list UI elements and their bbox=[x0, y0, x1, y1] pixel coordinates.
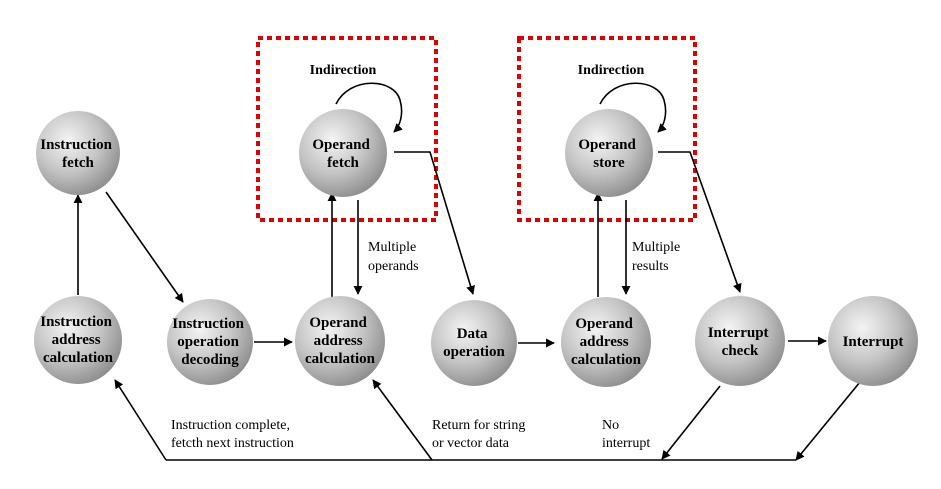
note-line: Instruction complete, bbox=[171, 418, 290, 433]
edges bbox=[73, 82, 861, 461]
node-label-line: Instruction bbox=[40, 314, 112, 330]
node-operand-address-calculation-2: Operand address calculation bbox=[561, 297, 651, 387]
svg-text:Operand address ca: Operand address calculation bbox=[571, 316, 642, 368]
indirection-box-store bbox=[517, 36, 697, 222]
edge-interrupt-to-return bbox=[795, 381, 861, 461]
svg-text:Instruction operation: Instruction operation decoding bbox=[172, 316, 247, 368]
note-line: Multiple bbox=[632, 240, 680, 255]
note-line: interrupt bbox=[602, 436, 650, 451]
node-interrupt-check: Interrupt check bbox=[695, 296, 785, 386]
svg-text:Interrupt check: Interrupt check bbox=[708, 325, 773, 359]
edge-return-to-iac bbox=[114, 379, 167, 461]
svg-text:Interrupt: Interrupt bbox=[843, 334, 904, 350]
node-label-line: calculation bbox=[571, 352, 642, 368]
indirection-title-fetch: Indirection bbox=[310, 63, 377, 78]
note-no-interrupt: No interrupt bbox=[602, 418, 650, 451]
node-label-line: address bbox=[314, 333, 363, 349]
note-multiple-results: Multiple results bbox=[632, 240, 684, 274]
node-label-line: address bbox=[52, 332, 101, 348]
svg-text:Instruction address: Instruction address calculation bbox=[40, 314, 115, 366]
edge-operand-fetch-to-data-operation bbox=[394, 151, 475, 295]
indirection-loop-fetch bbox=[335, 82, 403, 133]
note-line: or vector data bbox=[432, 436, 510, 451]
node-label-line: check bbox=[722, 343, 759, 359]
node-interrupt: Interrupt bbox=[828, 296, 918, 386]
node-label-line: Operand bbox=[312, 137, 370, 153]
edge-fetch-to-decoding bbox=[105, 191, 184, 303]
node-label-line: operation bbox=[177, 334, 239, 350]
node-label-line: calculation bbox=[43, 350, 114, 366]
node-instruction-fetch: Instruction fetch bbox=[36, 111, 120, 195]
note-line: operands bbox=[368, 259, 419, 274]
node-label-line: Interrupt bbox=[708, 325, 769, 341]
note-instruction-complete: Instruction complete, fetcth next instru… bbox=[171, 418, 294, 451]
node-operand-address-calculation-1: Operand address calculation bbox=[295, 296, 385, 386]
svg-text:Operand address ca: Operand address calculation bbox=[305, 315, 376, 367]
node-label-line: Data bbox=[457, 326, 488, 342]
node-label-line: fetch bbox=[62, 155, 94, 171]
node-label-line: Operand bbox=[575, 316, 633, 332]
node-data-operation: Data operation bbox=[431, 300, 517, 386]
edge-interrupt-check-to-return bbox=[661, 385, 721, 460]
node-label-line: fetch bbox=[327, 155, 359, 171]
node-operand-store: Operand store bbox=[565, 109, 653, 197]
svg-text:Data operation: Data operation bbox=[443, 326, 505, 360]
note-line: No bbox=[602, 418, 619, 433]
note-line: fetcth next instruction bbox=[171, 436, 294, 451]
note-multiple-operands: Multiple operands bbox=[368, 240, 420, 274]
indirection-loop-store bbox=[599, 82, 667, 133]
edge-return-to-oac1 bbox=[372, 379, 433, 461]
node-instruction-address-calculation: Instruction address calculation bbox=[34, 296, 122, 384]
node-label-line: Operand bbox=[309, 315, 367, 331]
note-return-for-string: Return for string or vector data bbox=[432, 418, 529, 451]
node-label-line: calculation bbox=[305, 351, 376, 367]
note-line: Return for string bbox=[432, 418, 525, 433]
node-label-line: address bbox=[580, 334, 629, 350]
node-label-line: decoding bbox=[181, 352, 239, 368]
node-label-line: Operand bbox=[578, 137, 636, 153]
node-label-line: Interrupt bbox=[843, 334, 904, 350]
svg-text:Operand fetch: Operand fetch bbox=[312, 137, 373, 171]
indirection-title-store: Indirection bbox=[578, 63, 645, 78]
node-label-line: store bbox=[593, 155, 625, 171]
node-label-line: operation bbox=[443, 344, 505, 360]
node-operand-fetch: Operand fetch bbox=[299, 109, 387, 197]
node-label-line: Instruction bbox=[172, 316, 244, 332]
svg-text:Operand store: Operand store bbox=[578, 137, 639, 171]
note-line: results bbox=[632, 259, 669, 274]
node-label-line: Instruction bbox=[40, 137, 112, 153]
note-line: Multiple bbox=[368, 240, 416, 255]
node-instruction-operation-decoding: Instruction operation decoding bbox=[167, 299, 253, 385]
edge-operand-store-to-interrupt-check bbox=[658, 151, 742, 293]
svg-text:Instruction fetch: Instruction fetch bbox=[40, 137, 115, 171]
